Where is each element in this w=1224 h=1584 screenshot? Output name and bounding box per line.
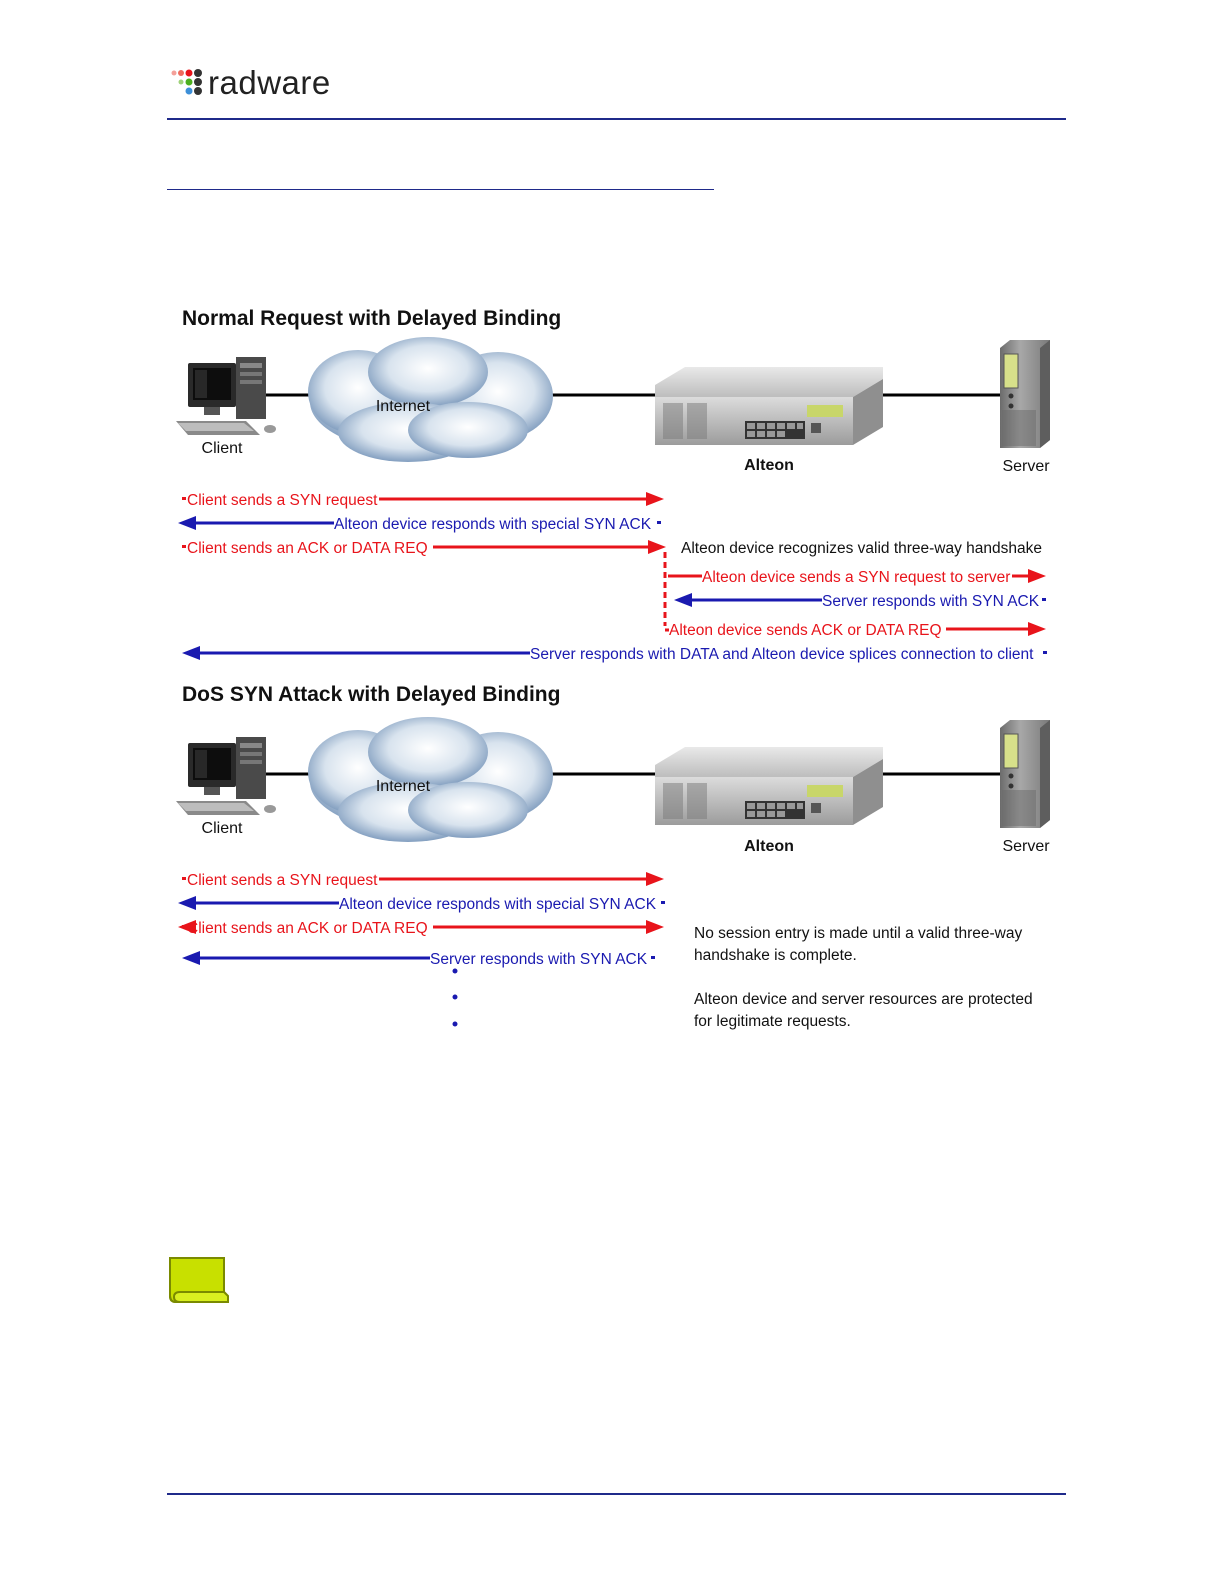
client-computer-icon [176, 737, 276, 815]
internet-label: Internet [376, 778, 431, 795]
arrow-left-icon [178, 516, 196, 530]
client-computer-icon [176, 357, 276, 435]
msg-syn-request: Client sends a SYN request [187, 872, 378, 889]
msg-syn-request: Client sends a SYN request [187, 492, 378, 509]
msg-data-splice: Server responds with DATA and Alteon dev… [530, 646, 1034, 663]
alteon-device-icon [655, 367, 883, 445]
arrow-right-icon [646, 492, 664, 506]
msg-ack-data-req: Client sends an ACK or DATA REQ [187, 920, 428, 937]
client-label: Client [202, 440, 243, 457]
footer-rule [167, 1493, 1066, 1495]
msg-special-syn-ack: Alteon device responds with special SYN … [339, 896, 657, 913]
handshake-note: Alteon device recognizes valid three-way… [681, 540, 1042, 557]
diagram-dos-title: DoS SYN Attack with Delayed Binding [182, 683, 560, 706]
continuation-dot [453, 1022, 458, 1027]
note-icon [166, 1256, 230, 1308]
server-tower-icon [1000, 720, 1050, 828]
internet-cloud-icon [308, 337, 553, 462]
diagram-normal-title: Normal Request with Delayed Binding [182, 307, 561, 330]
msg-alteon-ack-data: Alteon device sends ACK or DATA REQ [669, 622, 942, 639]
server-label: Server [1002, 458, 1050, 475]
msg-syn-to-server: Alteon device sends a SYN request to ser… [702, 569, 1010, 586]
msg-server-syn-ack: Server responds with SYN ACK [822, 593, 1040, 610]
continuation-dot [453, 995, 458, 1000]
client-label: Client [202, 820, 243, 837]
note-session-entry-line1: No session entry is made until a valid t… [694, 925, 1022, 942]
continuation-dot [453, 969, 458, 974]
alteon-label: Alteon [744, 838, 794, 855]
msg-ack-data-req: Client sends an ACK or DATA REQ [187, 540, 428, 557]
note-protection-line2: for legitimate requests. [694, 1013, 851, 1030]
alteon-label: Alteon [744, 457, 794, 474]
internet-label: Internet [376, 398, 431, 415]
internet-cloud-icon [308, 717, 553, 842]
msg-server-syn-ack: Server responds with SYN ACK [430, 951, 648, 968]
note-protection-line1: Alteon device and server resources are p… [694, 991, 1033, 1008]
server-label: Server [1002, 838, 1050, 855]
note-session-entry-line2: handshake is complete. [694, 947, 857, 964]
msg-special-syn-ack: Alteon device responds with special SYN … [334, 516, 652, 533]
alteon-device-icon [655, 747, 883, 825]
server-tower-icon [1000, 340, 1050, 448]
